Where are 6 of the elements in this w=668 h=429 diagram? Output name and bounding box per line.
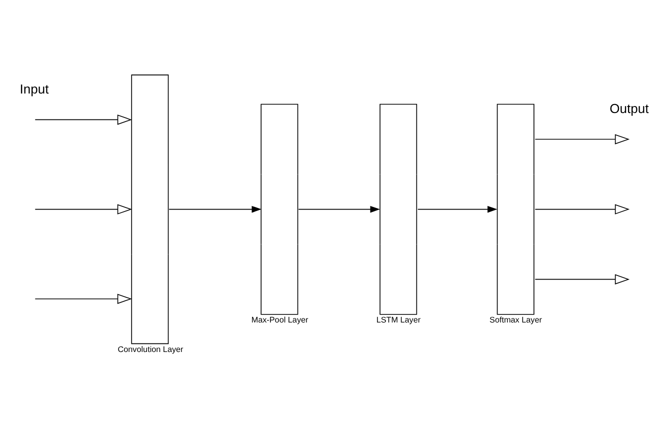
label: Input bbox=[20, 80, 49, 96]
node-text: Softmax Layer bbox=[490, 315, 542, 324]
node-text: LSTM Layer bbox=[376, 315, 421, 324]
node-text: Max-Pool Layer bbox=[251, 315, 308, 324]
label: Output bbox=[610, 100, 649, 116]
node-text: Convolution Layer bbox=[118, 344, 184, 354]
